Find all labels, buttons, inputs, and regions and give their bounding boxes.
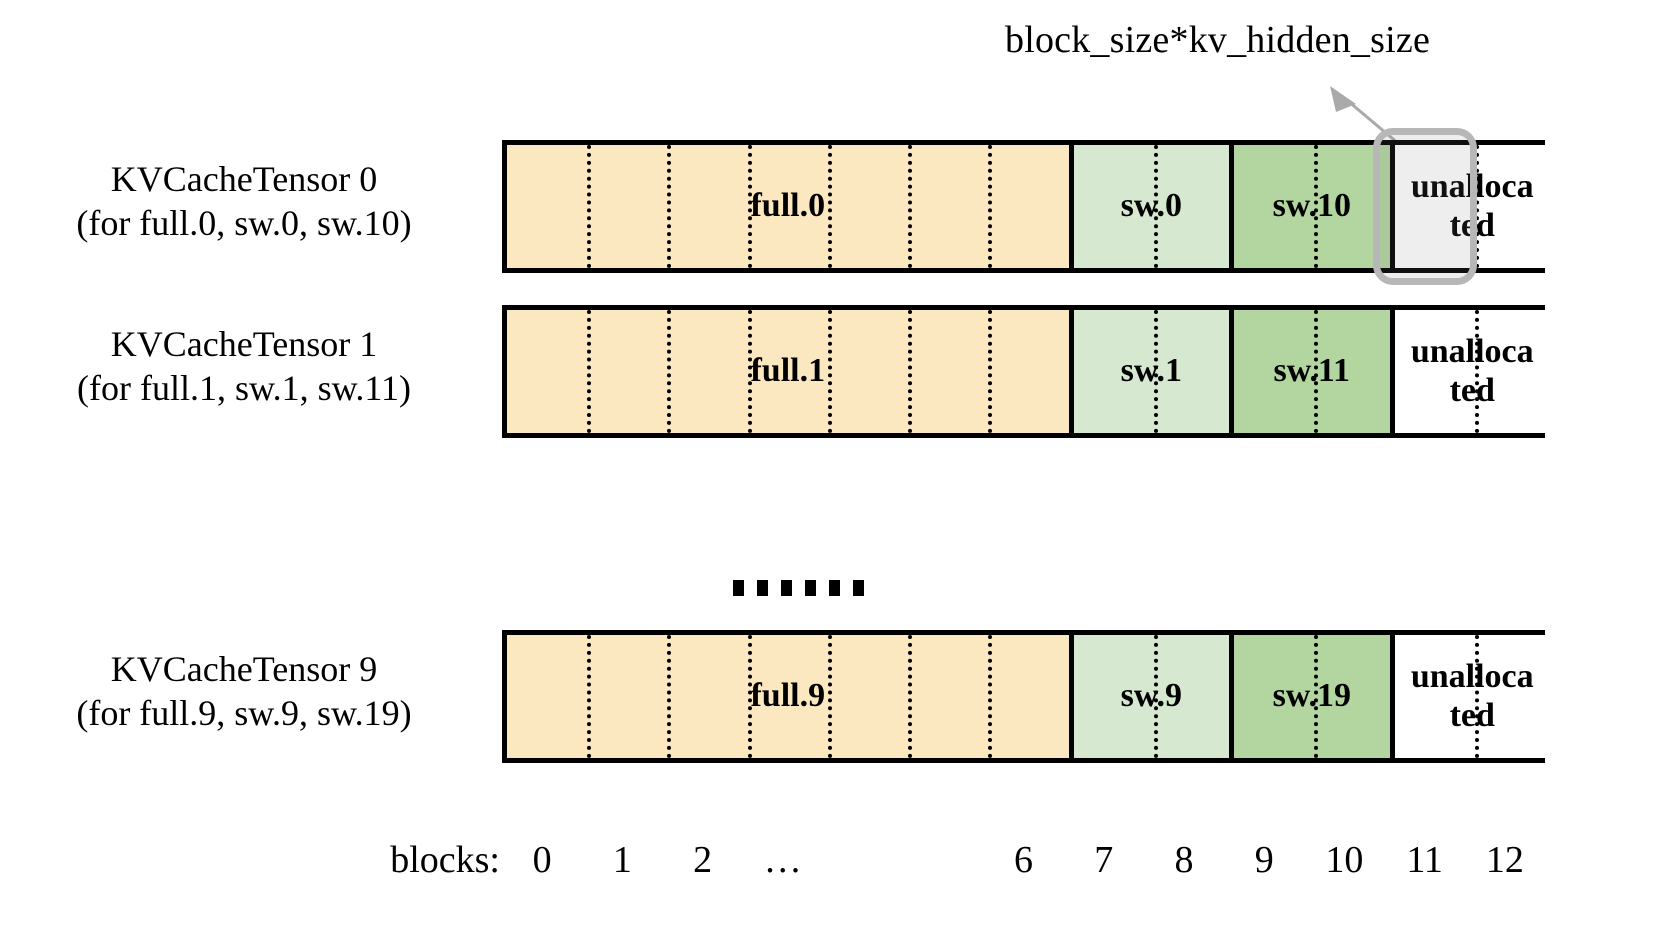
tensor-row-label: KVCacheTensor 9(for full.9, sw.9, sw.19) xyxy=(0,648,488,736)
block-tick-1: 1 xyxy=(612,839,632,881)
ellipsis-dot xyxy=(829,580,840,596)
tensor-segment-sw-11: sw.11 xyxy=(1229,310,1390,433)
tensor-segment-label: sw.11 xyxy=(1273,352,1351,390)
ellipsis-dot xyxy=(733,580,744,596)
tensor-segment-label: sw.1 xyxy=(1120,352,1183,390)
block-tick-11: 11 xyxy=(1406,839,1443,881)
tensor-segment-full-9: full.9 xyxy=(507,635,1069,758)
tensor-segment-full-0: full.0 xyxy=(507,145,1069,268)
tensor-segment-label: full.1 xyxy=(750,352,826,390)
tensor-segment-sw-1: sw.1 xyxy=(1068,310,1230,433)
tensor-row-title: KVCacheTensor 0 xyxy=(110,159,378,199)
ellipsis-dot xyxy=(853,580,864,596)
ellipsis-dot xyxy=(757,580,768,596)
tensor-segment-full-1: full.1 xyxy=(507,310,1069,433)
block-tick-6: 6 xyxy=(1014,839,1033,881)
tensor-segment-label: full.9 xyxy=(750,677,826,715)
block-tick-8: 8 xyxy=(1174,839,1194,881)
ellipsis-dot xyxy=(805,580,816,596)
tensor-row-subtitle: (for full.9, sw.9, sw.19) xyxy=(76,692,412,733)
tensor-segment-label: sw.10 xyxy=(1272,187,1351,225)
block-tick-9: 9 xyxy=(1254,839,1274,881)
tensor-segment-sw-10: sw.10 xyxy=(1229,145,1390,268)
block-tick-0: 0 xyxy=(532,839,552,881)
ellipsis-dot xyxy=(781,580,792,596)
block-tick-ellipsis: … xyxy=(763,839,802,881)
tensor-segment-label: sw.9 xyxy=(1120,677,1183,715)
tensor-segment-label: sw.0 xyxy=(1120,187,1183,225)
block-tick-2: 2 xyxy=(693,839,713,881)
block-tick-12: 12 xyxy=(1485,839,1524,881)
blocks-axis-title: blocks: xyxy=(390,839,500,881)
tensor-segment-label: full.0 xyxy=(750,187,826,225)
rows-ellipsis xyxy=(733,580,864,596)
block-tick-7: 7 xyxy=(1094,839,1114,881)
annotation-label: block_size*kv_hidden_size xyxy=(1005,19,1431,61)
block-size-highlight xyxy=(1372,128,1477,285)
tensor-segment-sw-19: sw.19 xyxy=(1229,635,1390,758)
tensor-row-title: KVCacheTensor 9 xyxy=(110,649,378,689)
tensor-segment-sw-0: sw.0 xyxy=(1068,145,1230,268)
tensor-segment-label: sw.19 xyxy=(1272,677,1351,715)
tensor-row-subtitle: (for full.0, sw.0, sw.10) xyxy=(76,202,412,243)
tensor-row-title: KVCacheTensor 1 xyxy=(110,324,378,364)
tensor-row-label: KVCacheTensor 1(for full.1, sw.1, sw.11) xyxy=(0,323,488,411)
tensor-segment-sw-9: sw.9 xyxy=(1068,635,1230,758)
tensor-row-label: KVCacheTensor 0(for full.0, sw.0, sw.10) xyxy=(0,158,488,246)
block-tick-10: 10 xyxy=(1325,839,1364,881)
tensor-row-subtitle: (for full.1, sw.1, sw.11) xyxy=(77,367,411,408)
